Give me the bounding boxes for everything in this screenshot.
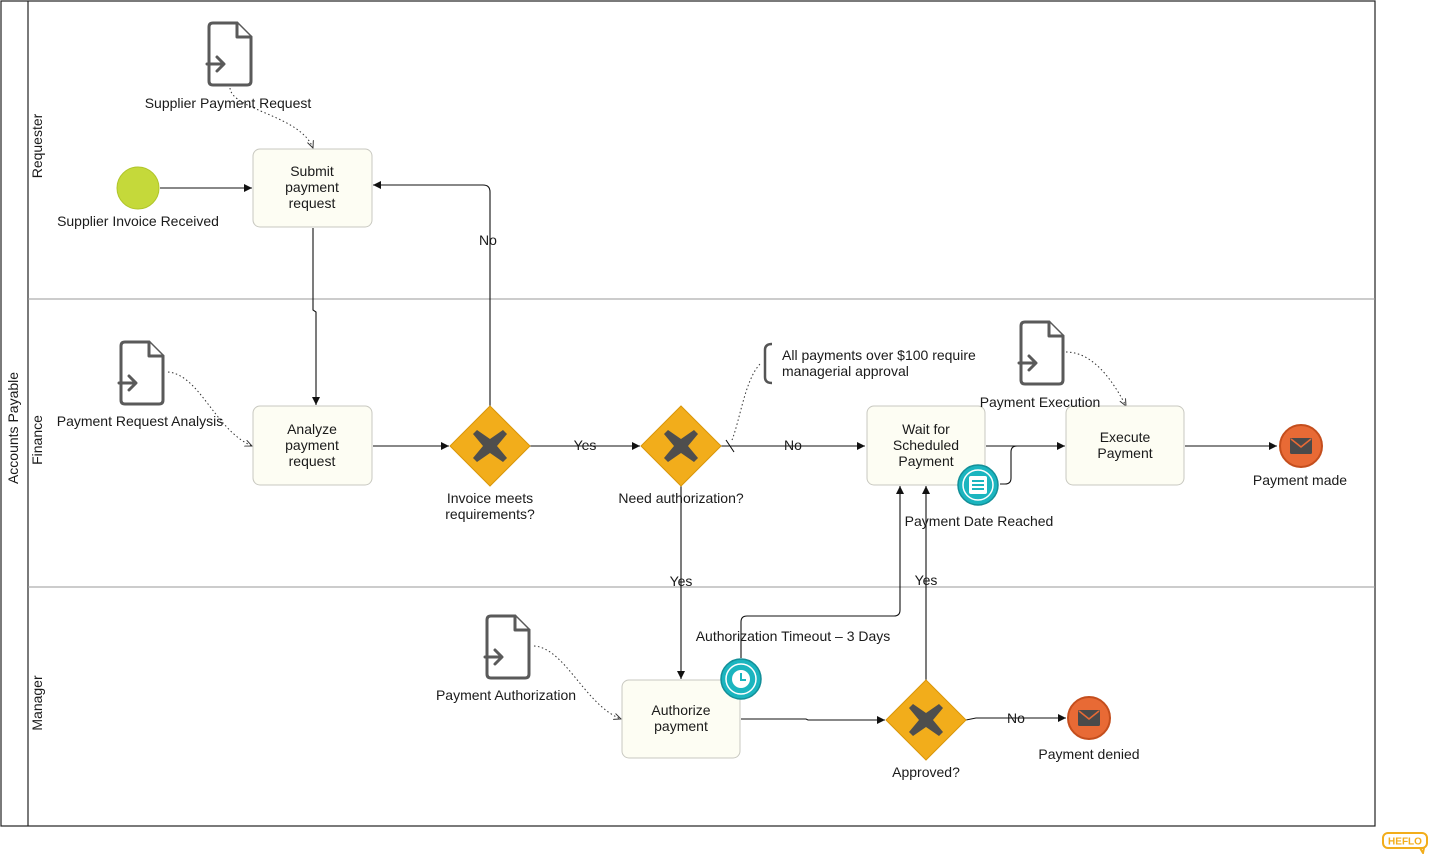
gateway-need-authorization[interactable] <box>640 405 722 487</box>
lane-manager: Manager <box>29 675 45 731</box>
envelope-icon <box>1078 710 1100 726</box>
pool: Accounts Payable <box>0 0 1376 827</box>
flow-label-no: No <box>1007 710 1025 726</box>
lane-requester: Requester <box>29 113 45 178</box>
label-line: payment <box>285 179 339 195</box>
start-event-label: Supplier Invoice Received <box>57 213 219 229</box>
label-line: request <box>289 195 336 211</box>
envelope-icon <box>1290 438 1312 454</box>
document-label: Supplier Payment Request <box>145 95 312 111</box>
flow-submit-to-analyze[interactable] <box>312 228 320 405</box>
label-line: Payment <box>898 453 953 469</box>
flow-label-yes: Yes <box>574 437 597 453</box>
flow-authorize-to-approved[interactable] <box>741 716 885 724</box>
lane-title-finance: Finance <box>29 415 45 465</box>
heflo-logo: HEFLO <box>1382 832 1428 854</box>
assoc-execution <box>1065 351 1126 406</box>
boundary-conditional-event[interactable] <box>957 464 999 506</box>
lane-title-manager: Manager <box>29 675 45 731</box>
gateway-invoice-requirements[interactable] <box>449 405 531 487</box>
gateway-approved[interactable] <box>885 679 967 761</box>
flow-timer-to-wait[interactable] <box>740 486 904 658</box>
flow-conditional-to-execute[interactable] <box>1000 445 1022 485</box>
lane-finance: Finance <box>29 415 45 465</box>
boundary-event-label: Authorization Timeout – 3 Days <box>696 628 891 644</box>
pool-title: Accounts Payable <box>5 372 21 484</box>
label-line: Payment <box>1097 445 1152 461</box>
lane-title-requester: Requester <box>29 113 45 178</box>
assoc-annotation <box>731 363 761 441</box>
default-flow-marker <box>725 439 735 453</box>
document-import-icon[interactable] <box>117 340 165 406</box>
exclusive-gateway-x-icon <box>664 430 698 462</box>
label-line: request <box>289 453 336 469</box>
document-import-icon[interactable] <box>483 614 531 680</box>
flow-label-yes: Yes <box>670 573 693 589</box>
label-line: requirements? <box>445 506 535 522</box>
label-line: Analyze <box>287 421 337 437</box>
clock-icon <box>732 670 750 688</box>
start-event[interactable] <box>116 166 160 210</box>
flow-label-no: No <box>784 437 802 453</box>
end-event-payment-denied[interactable] <box>1067 696 1111 740</box>
label-line: Submit <box>290 163 334 179</box>
exclusive-gateway-x-icon <box>909 704 943 736</box>
flow-label-no: No <box>479 232 497 248</box>
document-label: Payment Authorization <box>436 687 576 703</box>
label-line: managerial approval <box>782 363 909 379</box>
document-label: Payment Request Analysis <box>57 413 224 429</box>
list-icon <box>969 476 987 494</box>
label-line: Authorize <box>651 702 710 718</box>
logo-text: HEFLO <box>1388 837 1422 848</box>
assoc-analysis <box>167 371 252 446</box>
exclusive-gateway-x-icon <box>473 430 507 462</box>
label-line: Invoice meets <box>447 490 533 506</box>
end-event-label: Payment denied <box>1038 746 1139 762</box>
gateway-label: Need authorization? <box>618 490 744 506</box>
flow-requirements-no[interactable] <box>373 181 491 406</box>
assoc-authorization <box>533 645 621 719</box>
label-line: Scheduled <box>893 437 959 453</box>
label-line: Wait for <box>902 421 950 437</box>
flow-approved-no[interactable] <box>965 714 1066 722</box>
flow-label-yes: Yes <box>915 572 938 588</box>
end-event-payment-made[interactable] <box>1279 424 1323 468</box>
boundary-event-label: Payment Date Reached <box>905 513 1054 529</box>
document-import-icon[interactable] <box>1017 320 1065 386</box>
label-line: All payments over $100 require <box>782 347 976 363</box>
label-line: payment <box>654 718 708 734</box>
document-label: Payment Execution <box>980 394 1101 410</box>
gateway-label: Approved? <box>892 764 960 780</box>
label-line: Execute <box>1100 429 1151 445</box>
boundary-timer-event[interactable] <box>720 658 762 700</box>
sequence-flows <box>160 181 1277 724</box>
associations <box>167 87 1126 719</box>
label-line: payment <box>285 437 339 453</box>
document-import-icon[interactable] <box>205 21 253 87</box>
end-event-label: Payment made <box>1253 472 1347 488</box>
